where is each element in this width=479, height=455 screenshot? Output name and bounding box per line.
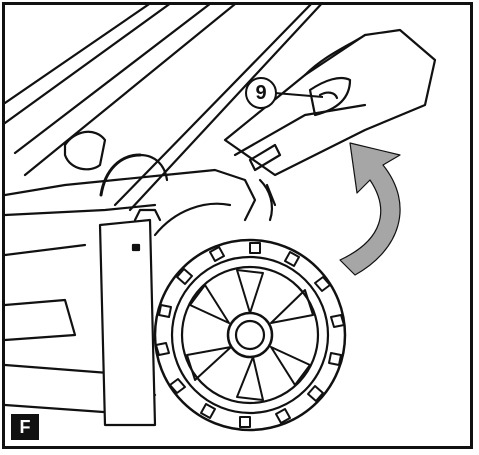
figure-label: F <box>11 414 39 440</box>
curved-arrow-up-icon <box>339 142 401 276</box>
mower-deck <box>5 168 257 427</box>
callout-leader-line <box>274 92 324 98</box>
callout-number: 9 <box>245 77 277 109</box>
figure-frame: 9 F <box>2 2 473 449</box>
rear-wheel <box>153 238 347 432</box>
mower-illustration <box>5 5 437 432</box>
grass-box-handle <box>223 28 437 222</box>
